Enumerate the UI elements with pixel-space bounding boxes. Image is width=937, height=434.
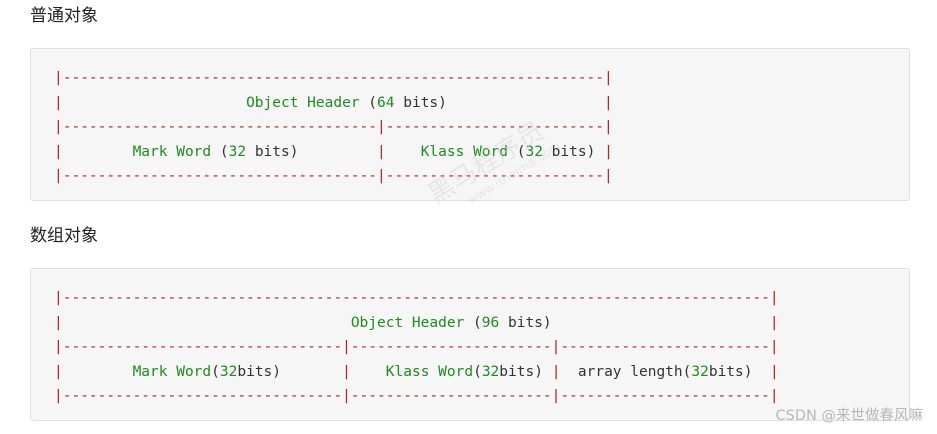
code-number: 32 (481, 363, 500, 380)
code-number: 32 (525, 143, 543, 160)
object-header-layout-normal: |---------------------------------------… (54, 70, 613, 184)
code-line: | (342, 363, 351, 380)
code-line: |------------------------------------|--… (54, 119, 613, 135)
code-line: |---------------------------------------… (54, 290, 779, 306)
code-line: |--------------------------------|------… (54, 339, 779, 355)
section-heading-normal-object: 普通对象 (30, 6, 98, 26)
code-line: | (604, 143, 613, 160)
code-line: |---------------------------------------… (54, 70, 613, 86)
code-number: 32 (691, 363, 709, 380)
code-line: | (54, 143, 63, 160)
code-line: |------------------------------------|--… (54, 168, 613, 184)
code-text: Object Header (350, 314, 465, 331)
code-line: | (769, 314, 779, 331)
code-line: | (54, 314, 63, 331)
code-line: | (54, 94, 63, 111)
code-text: Mark Word (132, 363, 212, 380)
code-line: | (377, 143, 386, 160)
code-line: | (769, 363, 779, 380)
code-text: Klass Word (420, 143, 509, 160)
section-heading-array-object: 数组对象 (30, 226, 98, 246)
code-number: 64 (377, 94, 395, 111)
code-line: | (54, 363, 63, 380)
code-block-normal-object: |---------------------------------------… (30, 48, 910, 201)
code-block-array-object: |---------------------------------------… (30, 268, 910, 421)
code-number: 32 (219, 363, 238, 380)
code-text: Klass Word (385, 363, 474, 380)
code-text: Object Header (246, 94, 360, 111)
code-line: | (551, 363, 561, 380)
code-text: Mark Word (132, 143, 212, 160)
code-number: 96 (481, 314, 500, 331)
csdn-credit: CSDN @来世做春风嘛 (775, 408, 923, 424)
code-line: | (604, 94, 613, 111)
code-number: 32 (228, 143, 247, 160)
object-header-layout-array: |---------------------------------------… (54, 290, 779, 404)
code-line: |--------------------------------|------… (54, 388, 779, 404)
